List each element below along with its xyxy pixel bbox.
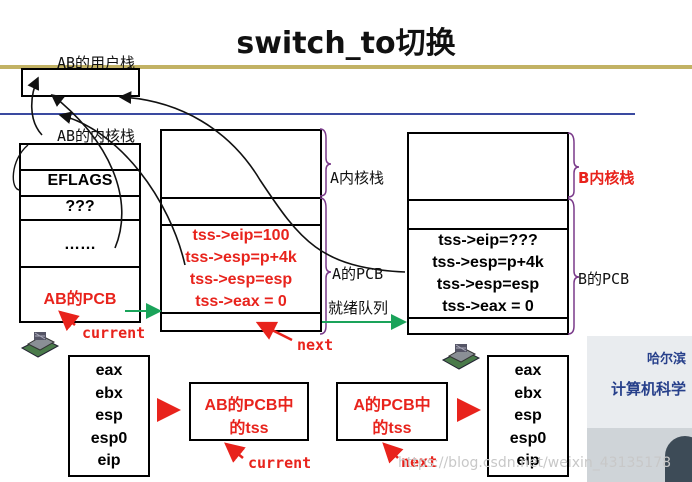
ready-queue-label: 就绪队列 (328, 299, 389, 317)
ab-stack-row-ellipsis: …… (64, 236, 96, 253)
reg-eax-left: eax (95, 362, 123, 379)
title-divider (0, 65, 692, 69)
ab-kernel-stack-label: AB的内核栈 (57, 127, 136, 145)
reg-esp0-left: esp0 (90, 429, 128, 447)
watermark: https://blog.csdn.net/weixin_43135178 (398, 455, 672, 471)
a-kernel-stack-label: A内核栈 (330, 169, 385, 187)
ab-kernel-stack-box: EFLAGS ??? …… AB的PCB (19, 143, 141, 323)
ab-tss-line-2: 的tss (229, 420, 269, 437)
reg-esp-left: esp (95, 407, 123, 424)
b-kernel-stack-label: B内核栈 (578, 169, 635, 187)
reg-eip-right: eip (516, 452, 540, 469)
reg-ebx-right: ebx (514, 384, 542, 402)
reg-esp0-right: esp0 (509, 429, 547, 447)
reg-esp-right: esp (514, 407, 542, 424)
cpu-chip-icon (20, 332, 60, 358)
b-tss-esp: tss->esp=esp (436, 276, 540, 293)
next-pointer-label: next (297, 336, 334, 354)
a-stack-braces (319, 128, 332, 335)
a-tss-esp-base: tss->esp=p+4k (185, 249, 297, 266)
photo-text-1: 哈尔滨 (647, 352, 687, 367)
b-kernel-stack-box: tss->eip=??? tss->esp=p+4k tss->esp=esp … (407, 132, 569, 335)
a-pcb-side-label: A的PCB (332, 265, 384, 283)
a-tss-line-1: A的PCB中 (353, 397, 431, 414)
ab-stack-row-unknown: ??? (65, 198, 95, 215)
reg-eax-right: eax (514, 362, 542, 379)
b-pcb-side-label: B的PCB (578, 270, 630, 288)
cpu-chip-icon (441, 344, 481, 370)
b-tss-esp-base: tss->esp=p+4k (432, 254, 544, 271)
current-pointer-label: current (82, 324, 146, 342)
user-kernel-boundary-line (0, 113, 635, 115)
photo-text-2: 计算机科学 (611, 380, 687, 398)
a-tss-box: A的PCB中 的tss (336, 382, 448, 441)
current-tss-label: current (248, 454, 312, 472)
ab-user-stack-label: AB的用户栈 (57, 54, 136, 72)
ab-stack-row-eflags: EFLAGS (47, 172, 113, 189)
cpu-registers-right: eax ebx esp esp0 eip (487, 355, 569, 477)
a-tss-eip: tss->eip=100 (192, 227, 290, 244)
a-tss-line-2: 的tss (372, 420, 412, 437)
a-kernel-stack-box: tss->eip=100 tss->esp=p+4k tss->esp=esp … (160, 129, 322, 332)
presenter-video-thumbnail: 哈尔滨 计算机科学 (587, 336, 692, 482)
ab-pcb-label: AB的PCB (43, 291, 117, 308)
a-tss-eax: tss->eax = 0 (195, 293, 287, 310)
b-tss-eax: tss->eax = 0 (442, 298, 534, 315)
a-tss-esp: tss->esp=esp (189, 271, 293, 288)
ab-tss-line-1: AB的PCB中 (204, 397, 294, 414)
next-tss-label: next (401, 453, 438, 471)
reg-ebx-left: ebx (95, 384, 123, 402)
ab-tss-box: AB的PCB中 的tss (189, 382, 309, 441)
b-tss-eip: tss->eip=??? (438, 232, 538, 249)
cpu-registers-left: eax ebx esp esp0 eip (68, 355, 150, 477)
b-stack-braces (567, 132, 580, 335)
slide-title: switch_to切换 (236, 26, 456, 61)
reg-eip-left: eip (97, 452, 121, 469)
